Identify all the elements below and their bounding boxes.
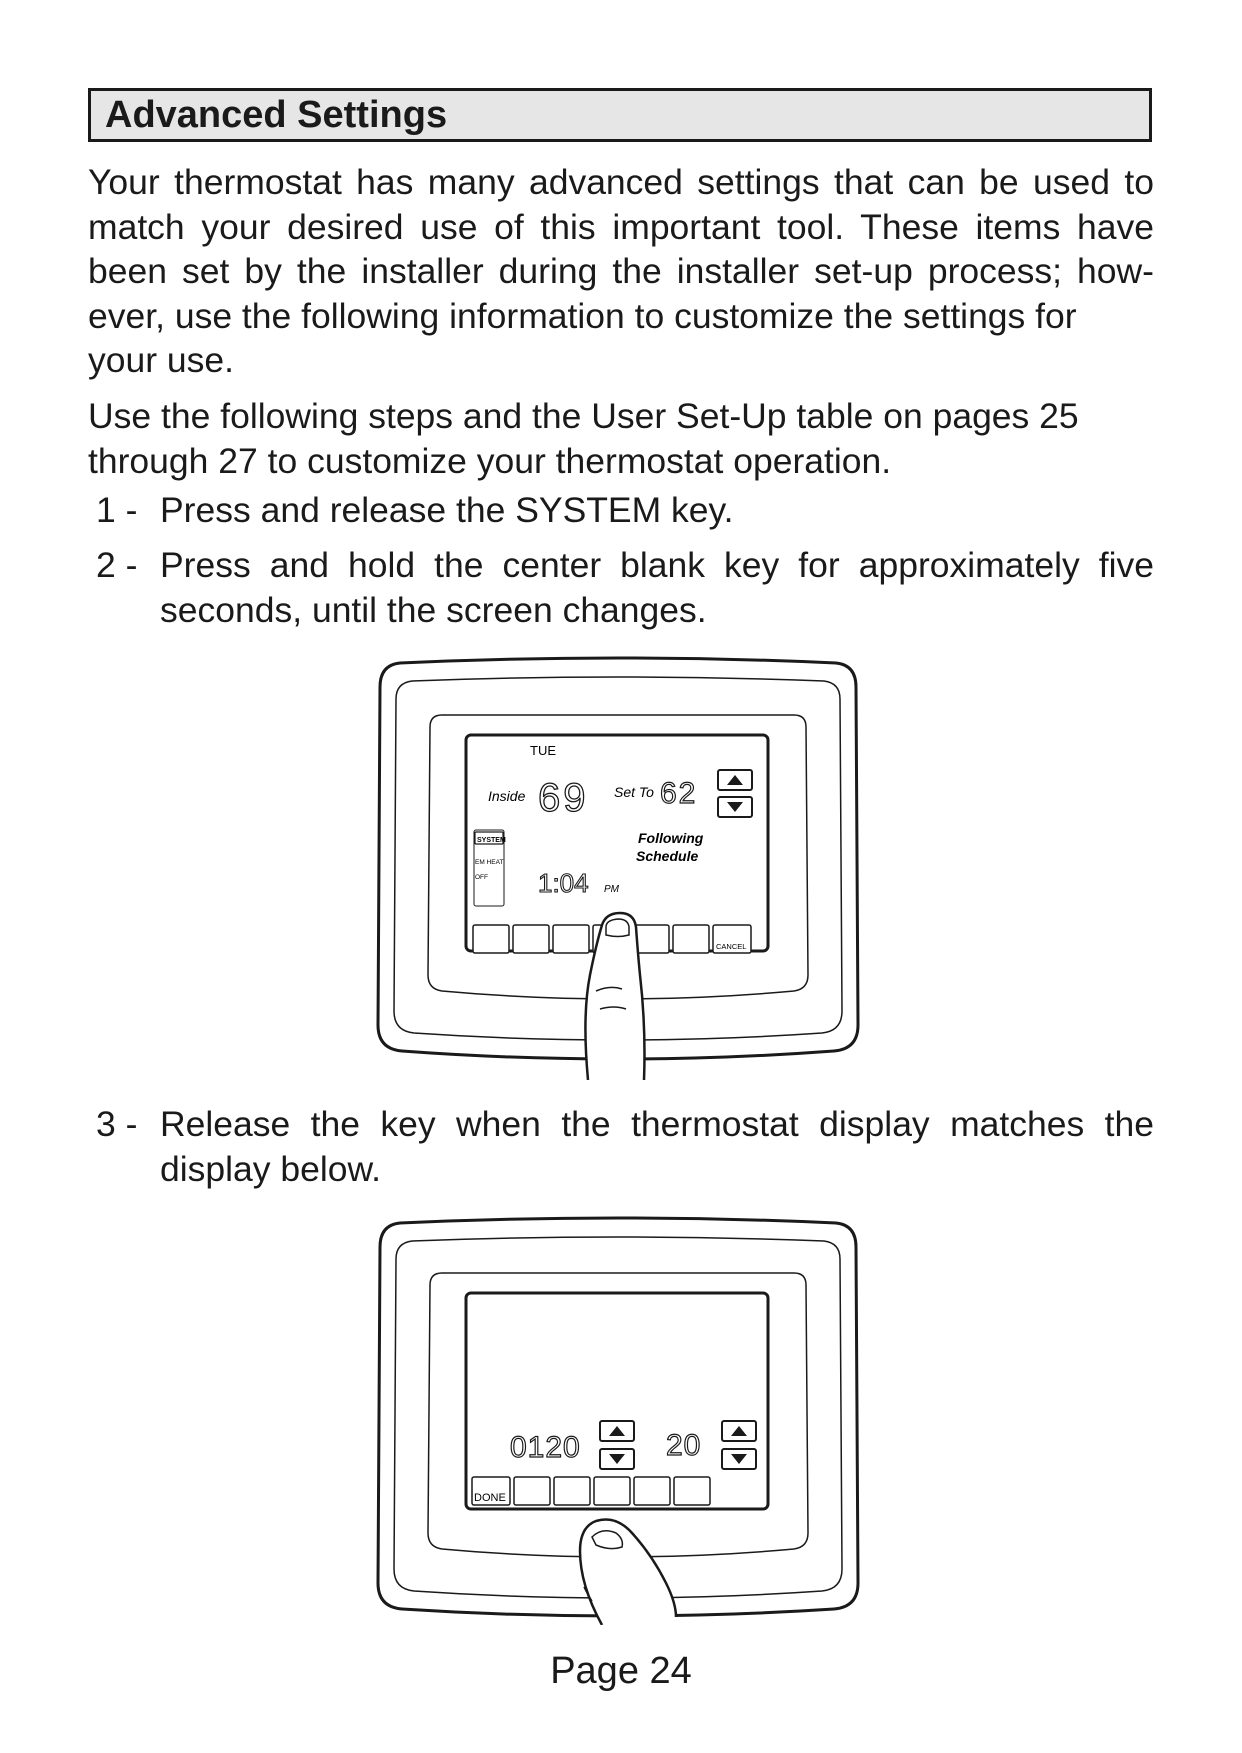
thermostat-figure-advanced-screen: 0120 20 DONE: [376, 1216, 860, 1625]
inside-label: Inside: [488, 788, 526, 804]
temp-up-button[interactable]: [717, 769, 753, 791]
soft-key-5[interactable]: [633, 1476, 671, 1506]
temp-down-button[interactable]: [717, 796, 753, 818]
step-text: seconds, until the screen changes.: [160, 589, 707, 630]
clock-time: 1:04: [538, 868, 589, 898]
lcd-display: [464, 1291, 770, 1511]
system-mode-panel: [473, 829, 505, 907]
step-text: Press and hold the center blank key for …: [160, 545, 1154, 585]
step-number: 1 -: [96, 490, 138, 530]
system-key-label: SYSTEM: [477, 837, 506, 844]
soft-key-6[interactable]: [673, 1476, 711, 1506]
intro-line: your use.: [88, 340, 235, 380]
step-number: 2 -: [96, 545, 138, 585]
set-to-label: Set To: [614, 784, 654, 800]
intro-line: match your desired use of this important…: [88, 206, 1154, 247]
status-schedule: Schedule: [636, 848, 698, 864]
intro-paragraph: Your thermostat has many advanced settin…: [88, 160, 1154, 383]
soft-key-1[interactable]: [472, 924, 510, 954]
arrow-up-icon: [731, 1426, 747, 1436]
intro-line: ever, use the following information to c…: [88, 295, 1077, 336]
instructions-line: through 27 to customize your thermostat …: [88, 440, 892, 481]
arrow-down-icon: [731, 1454, 747, 1464]
soft-key-3[interactable]: [552, 924, 590, 954]
step-text: Release the key when the thermostat disp…: [160, 1104, 1154, 1144]
day-label: TUE: [530, 743, 556, 758]
cancel-key[interactable]: CANCEL: [712, 924, 752, 954]
step-text: display below.: [160, 1148, 382, 1189]
arrow-up-icon: [727, 775, 743, 785]
mode-off: OFF: [475, 874, 488, 881]
value-down-button[interactable]: [721, 1448, 757, 1470]
soft-key-3[interactable]: [553, 1476, 591, 1506]
value-up-button[interactable]: [721, 1420, 757, 1442]
instructions-paragraph: Use the following steps and the User Set…: [88, 394, 1154, 483]
soft-key-center[interactable]: [593, 1476, 631, 1506]
code-down-button[interactable]: [599, 1448, 635, 1470]
status-following: Following: [638, 830, 704, 846]
intro-line: been set by the installer during the ins…: [88, 251, 1154, 291]
soft-key-2[interactable]: [513, 1476, 551, 1506]
releasing-finger-icon: [578, 1518, 678, 1625]
instructions-line: Use the following steps and the User Set…: [88, 396, 1079, 436]
cancel-key-label: CANCEL: [716, 942, 746, 951]
arrow-up-icon: [609, 1426, 625, 1436]
done-key-label: DONE: [474, 1492, 506, 1504]
thermostat-figure-system-screen: TUE Inside 69 Set To 62 SYSTEM EM HEAT O…: [376, 656, 860, 1080]
done-key[interactable]: DONE: [471, 1476, 511, 1506]
arrow-down-icon: [727, 802, 743, 812]
soft-key-6[interactable]: [672, 924, 710, 954]
soft-key-2[interactable]: [512, 924, 550, 954]
thermostat-bezel: [393, 1236, 843, 1599]
mode-em-heat: EM HEAT: [475, 859, 503, 866]
step-text: Press and release the SYSTEM key.: [160, 490, 734, 530]
clock-suffix: PM: [604, 884, 620, 895]
setting-code: 0120: [510, 1431, 581, 1464]
set-temperature: 62: [660, 777, 697, 810]
step-number: 3 -: [96, 1104, 138, 1144]
intro-line: Your thermostat has many advanced settin…: [88, 162, 1154, 202]
section-title: Advanced Settings: [88, 88, 1152, 142]
pressing-finger-icon: [584, 911, 646, 1080]
page-number: Page 24: [550, 1650, 692, 1692]
system-key[interactable]: SYSTEM: [474, 831, 506, 845]
code-up-button[interactable]: [599, 1420, 635, 1442]
soft-key-row: DONE: [471, 1476, 711, 1506]
arrow-down-icon: [609, 1454, 625, 1464]
inside-temperature: 69: [538, 776, 589, 820]
setting-value: 20: [666, 1429, 701, 1462]
thermostat-bezel: [393, 676, 843, 1041]
